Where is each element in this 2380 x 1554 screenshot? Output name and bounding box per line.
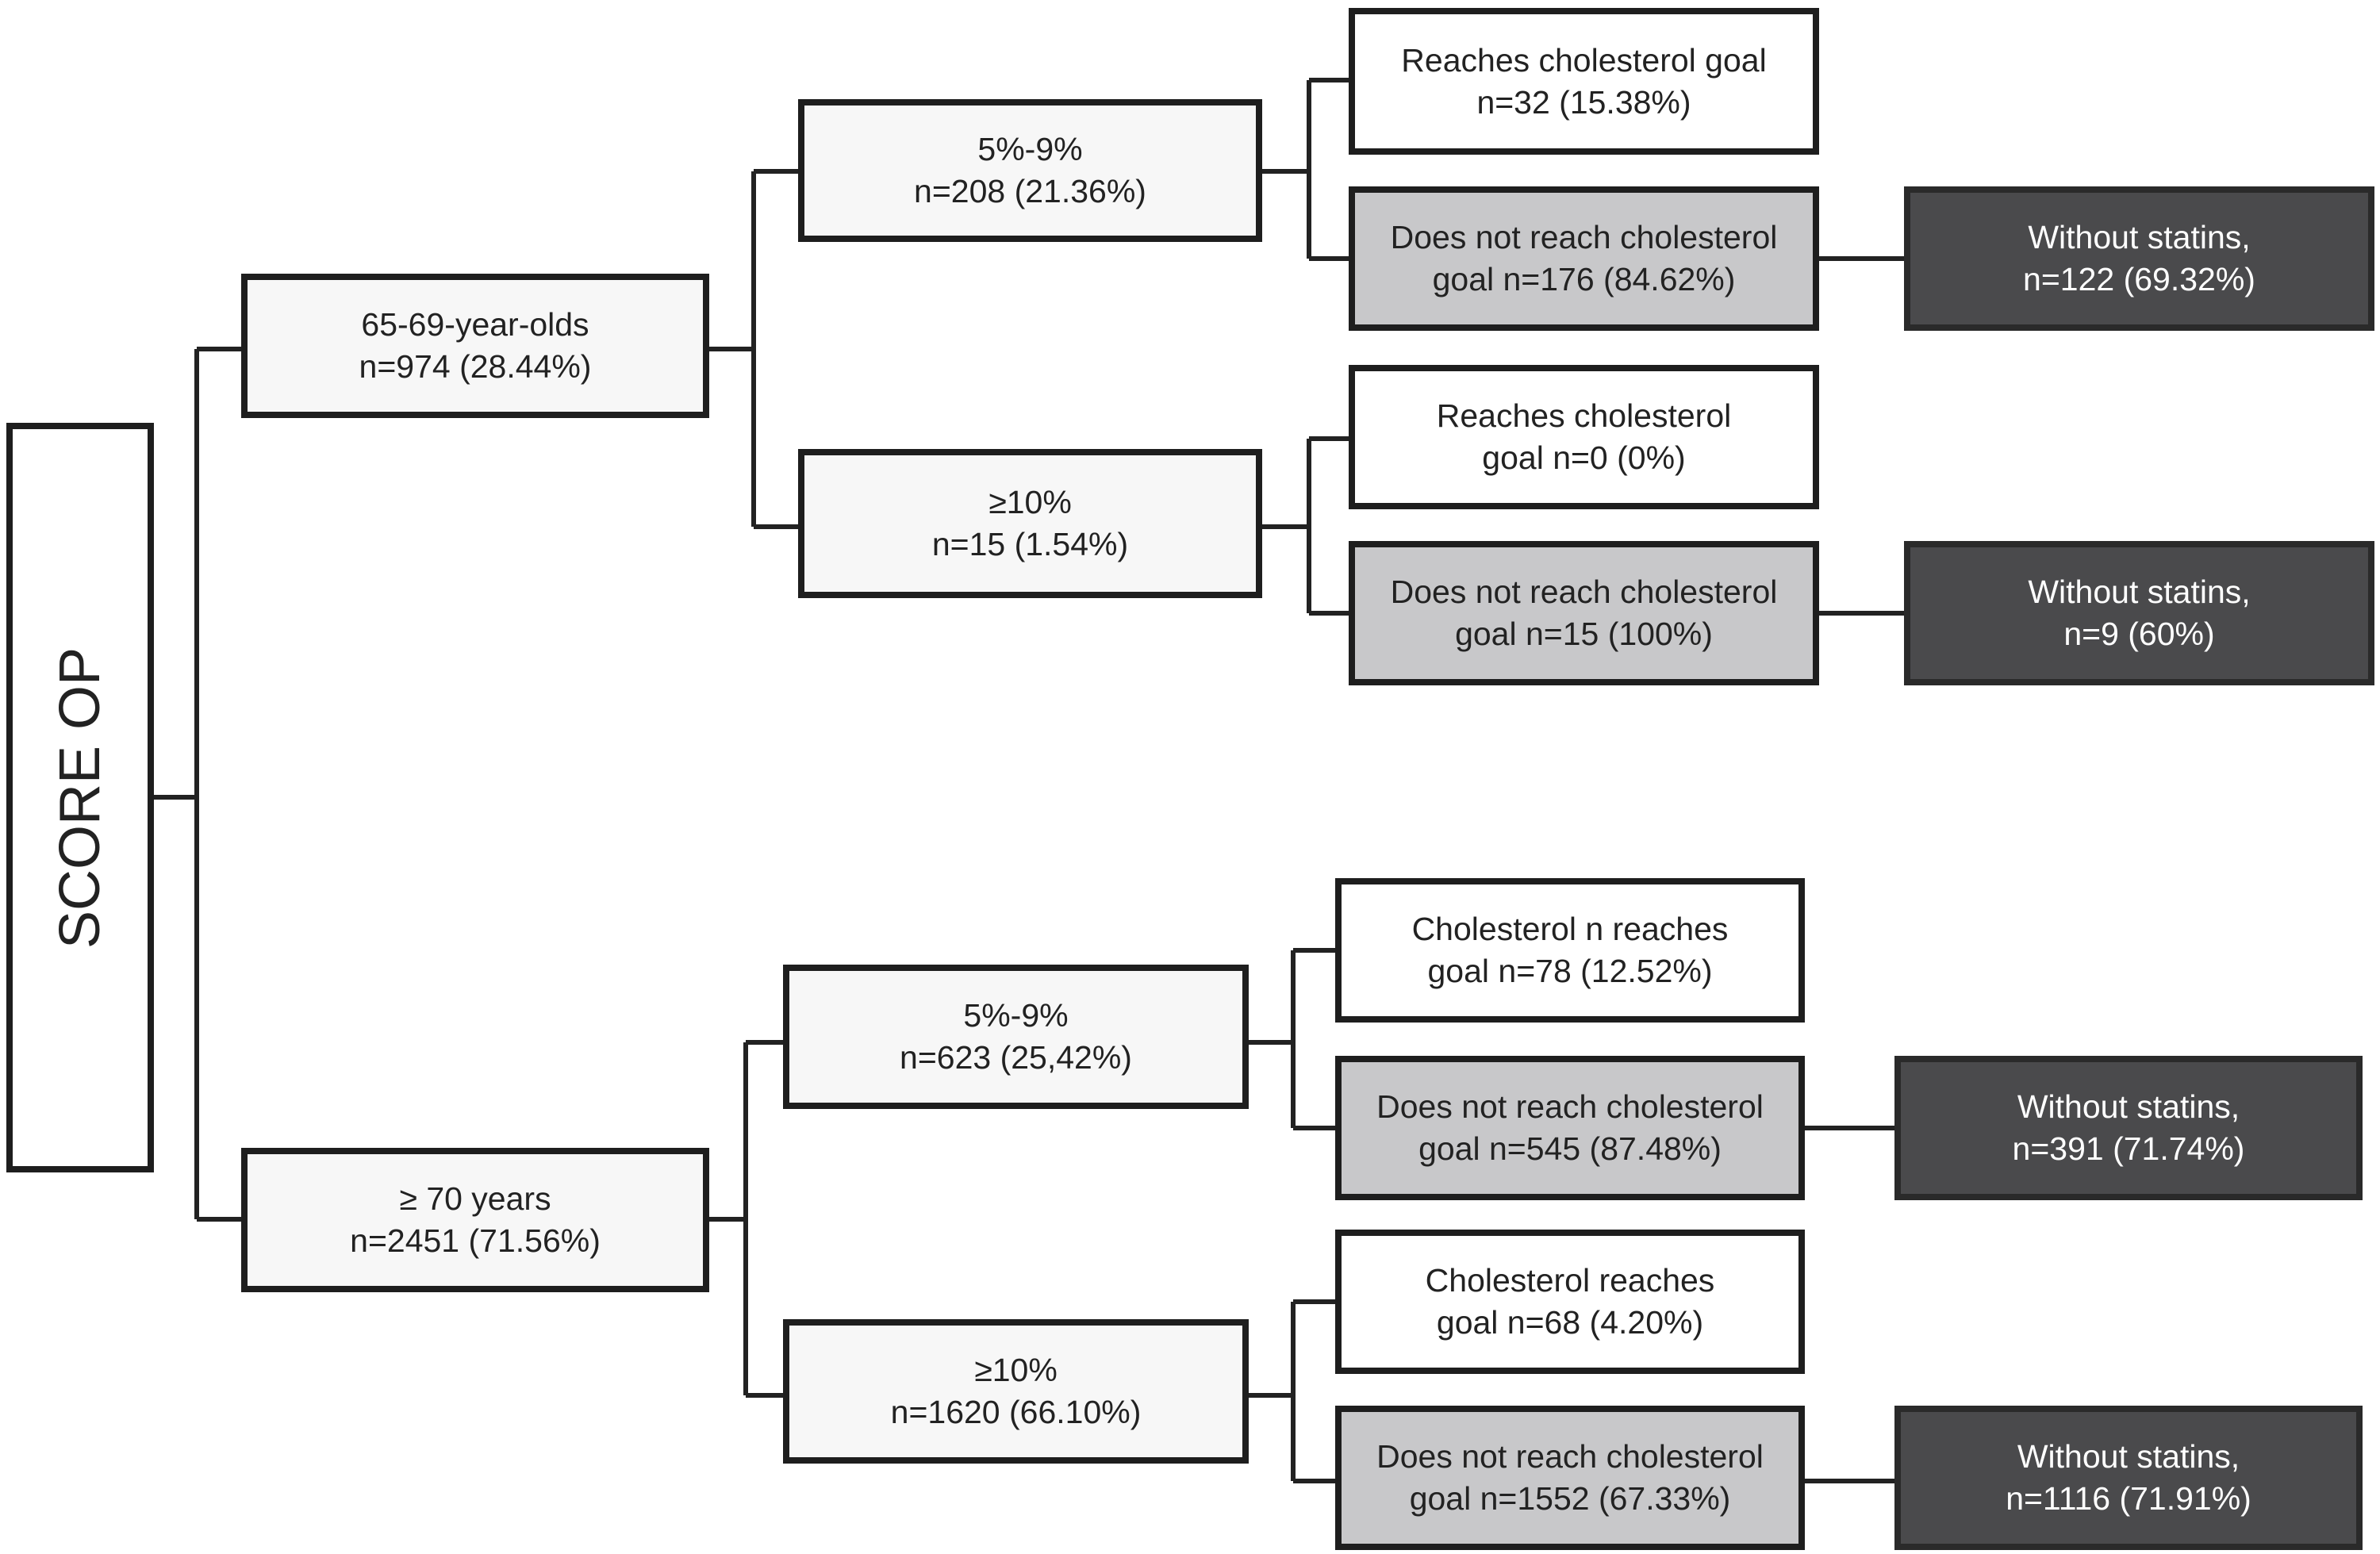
node-count: goal n=176 (84.62%) bbox=[1432, 261, 1736, 297]
node-title: Reaches cholesterol bbox=[1436, 397, 1732, 434]
a2-risk-10-node: ≥10% n=1620 (66.10%) bbox=[783, 1319, 1249, 1464]
a1r2-reaches-goal-node: Reaches cholesterol goal n=0 (0%) bbox=[1349, 365, 1819, 509]
node-title: Does not reach cholesterol bbox=[1390, 574, 1778, 610]
node-count: n=391 (71.74%) bbox=[2012, 1130, 2245, 1167]
node-count: goal n=0 (0%) bbox=[1482, 439, 1686, 476]
a2r2-reaches-goal-node: Cholesterol reaches goal n=68 (4.20%) bbox=[1335, 1230, 1805, 1374]
node-title: ≥10% bbox=[974, 1352, 1058, 1388]
a1r1-without-statins-node: Without statins, n=122 (69.32%) bbox=[1904, 186, 2374, 331]
a2-risk-5-9-node: 5%-9% n=623 (25,42%) bbox=[783, 965, 1249, 1109]
a1-risk-10-node: ≥10% n=15 (1.54%) bbox=[798, 449, 1262, 598]
node-title: Without statins, bbox=[2017, 1438, 2240, 1475]
node-count: n=1116 (71.91%) bbox=[2006, 1480, 2251, 1517]
a1r1-not-reach-goal-node: Does not reach cholesterol goal n=176 (8… bbox=[1349, 186, 1819, 331]
node-title: Without statins, bbox=[2017, 1088, 2240, 1125]
node-title: Without statins, bbox=[2028, 574, 2251, 610]
node-count: n=122 (69.32%) bbox=[2023, 261, 2255, 297]
a2r1-not-reach-goal-node: Does not reach cholesterol goal n=545 (8… bbox=[1335, 1056, 1805, 1200]
a2r1-without-statins-node: Without statins, n=391 (71.74%) bbox=[1894, 1056, 2363, 1200]
node-title: 65-69-year-olds bbox=[361, 306, 589, 343]
node-count: n=2451 (71.56%) bbox=[350, 1222, 601, 1259]
age-70-plus-node: ≥ 70 years n=2451 (71.56%) bbox=[241, 1148, 709, 1292]
node-count: n=32 (15.38%) bbox=[1476, 83, 1691, 121]
node-count: n=9 (60%) bbox=[2063, 616, 2215, 652]
node-count: goal n=545 (87.48%) bbox=[1418, 1130, 1722, 1167]
node-title: ≥10% bbox=[988, 484, 1072, 520]
a2r2-without-statins-node: Without statins, n=1116 (71.91%) bbox=[1894, 1406, 2363, 1550]
node-title: Does not reach cholesterol bbox=[1376, 1438, 1764, 1475]
node-title: 5%-9% bbox=[963, 997, 1069, 1034]
a1r2-not-reach-goal-node: Does not reach cholesterol goal n=15 (10… bbox=[1349, 541, 1819, 685]
age-65-69-node: 65-69-year-olds n=974 (28.44%) bbox=[241, 274, 709, 418]
a1-risk-5-9-node: 5%-9% n=208 (21.36%) bbox=[798, 99, 1262, 242]
score-op-label: SCORE OP bbox=[48, 647, 112, 949]
node-count: goal n=15 (100%) bbox=[1455, 616, 1713, 652]
node-count: n=1620 (66.10%) bbox=[890, 1394, 1142, 1430]
a2r2-not-reach-goal-node: Does not reach cholesterol goal n=1552 (… bbox=[1335, 1406, 1805, 1550]
node-count: goal n=78 (12.52%) bbox=[1427, 953, 1713, 989]
node-title: Does not reach cholesterol bbox=[1376, 1088, 1764, 1125]
a1r1-reaches-goal-node: Reaches cholesterol goal n=32 (15.38%) bbox=[1349, 8, 1819, 155]
node-title: ≥ 70 years bbox=[399, 1180, 551, 1217]
node-count: n=974 (28.44%) bbox=[359, 348, 592, 385]
node-count: n=623 (25,42%) bbox=[900, 1039, 1132, 1076]
a1r2-without-statins-node: Without statins, n=9 (60%) bbox=[1904, 541, 2374, 685]
node-title: Cholesterol reaches bbox=[1425, 1262, 1715, 1299]
a2r1-reaches-goal-node: Cholesterol n reaches goal n=78 (12.52%) bbox=[1335, 878, 1805, 1023]
node-count: n=15 (1.54%) bbox=[931, 526, 1129, 562]
node-title: Reaches cholesterol goal bbox=[1401, 41, 1767, 79]
node-title: 5%-9% bbox=[977, 131, 1083, 167]
node-title: Without statins, bbox=[2028, 219, 2251, 255]
node-count: goal n=68 (4.20%) bbox=[1436, 1304, 1704, 1341]
node-count: goal n=1552 (67.33%) bbox=[1409, 1480, 1731, 1517]
node-count: n=208 (21.36%) bbox=[914, 173, 1146, 209]
node-title: Does not reach cholesterol bbox=[1390, 219, 1778, 255]
score-op-root: SCORE OP bbox=[6, 423, 154, 1172]
node-title: Cholesterol n reaches bbox=[1411, 911, 1729, 947]
